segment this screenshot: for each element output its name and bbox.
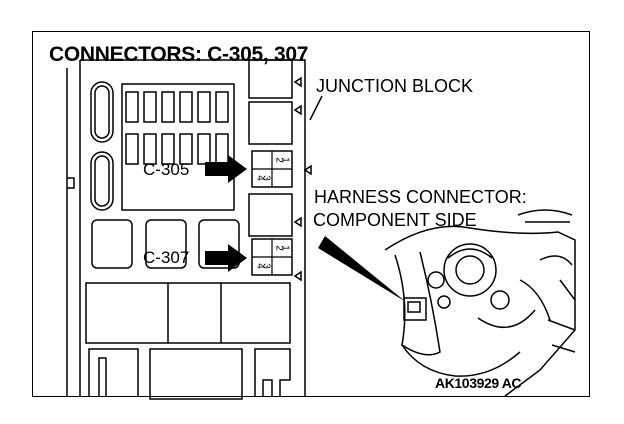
c305-pin-1: 2 <box>273 157 284 163</box>
block-left-edge <box>66 60 81 396</box>
oval-slot-bottom <box>90 151 114 211</box>
c307-label: C-307 <box>143 248 190 267</box>
figure-code: AK103929 AC <box>435 375 522 391</box>
lower-relay-group <box>85 282 291 344</box>
relay-box-3 <box>248 193 293 237</box>
bottom-block-2 <box>149 348 243 400</box>
c307-pin-2: 1 <box>279 245 290 251</box>
fuse-panel <box>121 83 235 211</box>
c305-pin-3: 4 <box>254 175 265 181</box>
c305-pin-4: 3 <box>260 175 271 181</box>
pointer-arrows <box>205 155 247 272</box>
bottom-block-1 <box>88 348 139 396</box>
block-tab <box>67 177 75 189</box>
oval-slot-top <box>90 81 114 143</box>
c307-pin-1: 2 <box>273 245 284 251</box>
harness-connector-location <box>403 297 427 321</box>
diagram-frame <box>32 31 590 397</box>
c305-pin-2: 1 <box>279 157 290 163</box>
middle-block-3 <box>198 219 240 269</box>
relay-box-2 <box>248 101 293 145</box>
dashboard-illustration <box>384 209 576 397</box>
harness-connector-label: HARNESS CONNECTOR: <box>314 187 527 207</box>
tab-markers <box>293 76 312 282</box>
component-side-label: COMPONENT SIDE <box>313 210 477 230</box>
bottom-block-3 <box>254 348 291 396</box>
block-outline <box>80 59 306 396</box>
junction-leader-line <box>309 95 323 121</box>
zoom-wedge <box>318 236 406 302</box>
diagram-title: CONNECTORS: C-305, 307 <box>49 43 309 66</box>
c307-pin-4: 3 <box>260 263 271 269</box>
middle-block-2 <box>145 219 187 269</box>
relay-box-1 <box>248 59 293 99</box>
c307-pin-3: 4 <box>254 263 265 269</box>
middle-block-1 <box>91 219 133 269</box>
c305-label: C-305 <box>143 160 190 179</box>
fuse-row-top <box>125 91 229 123</box>
c307-arrow <box>205 244 247 272</box>
fuse-row-bottom <box>125 133 229 165</box>
junction-block-label: JUNCTION BLOCK <box>316 76 474 96</box>
c305-arrow <box>205 155 247 183</box>
